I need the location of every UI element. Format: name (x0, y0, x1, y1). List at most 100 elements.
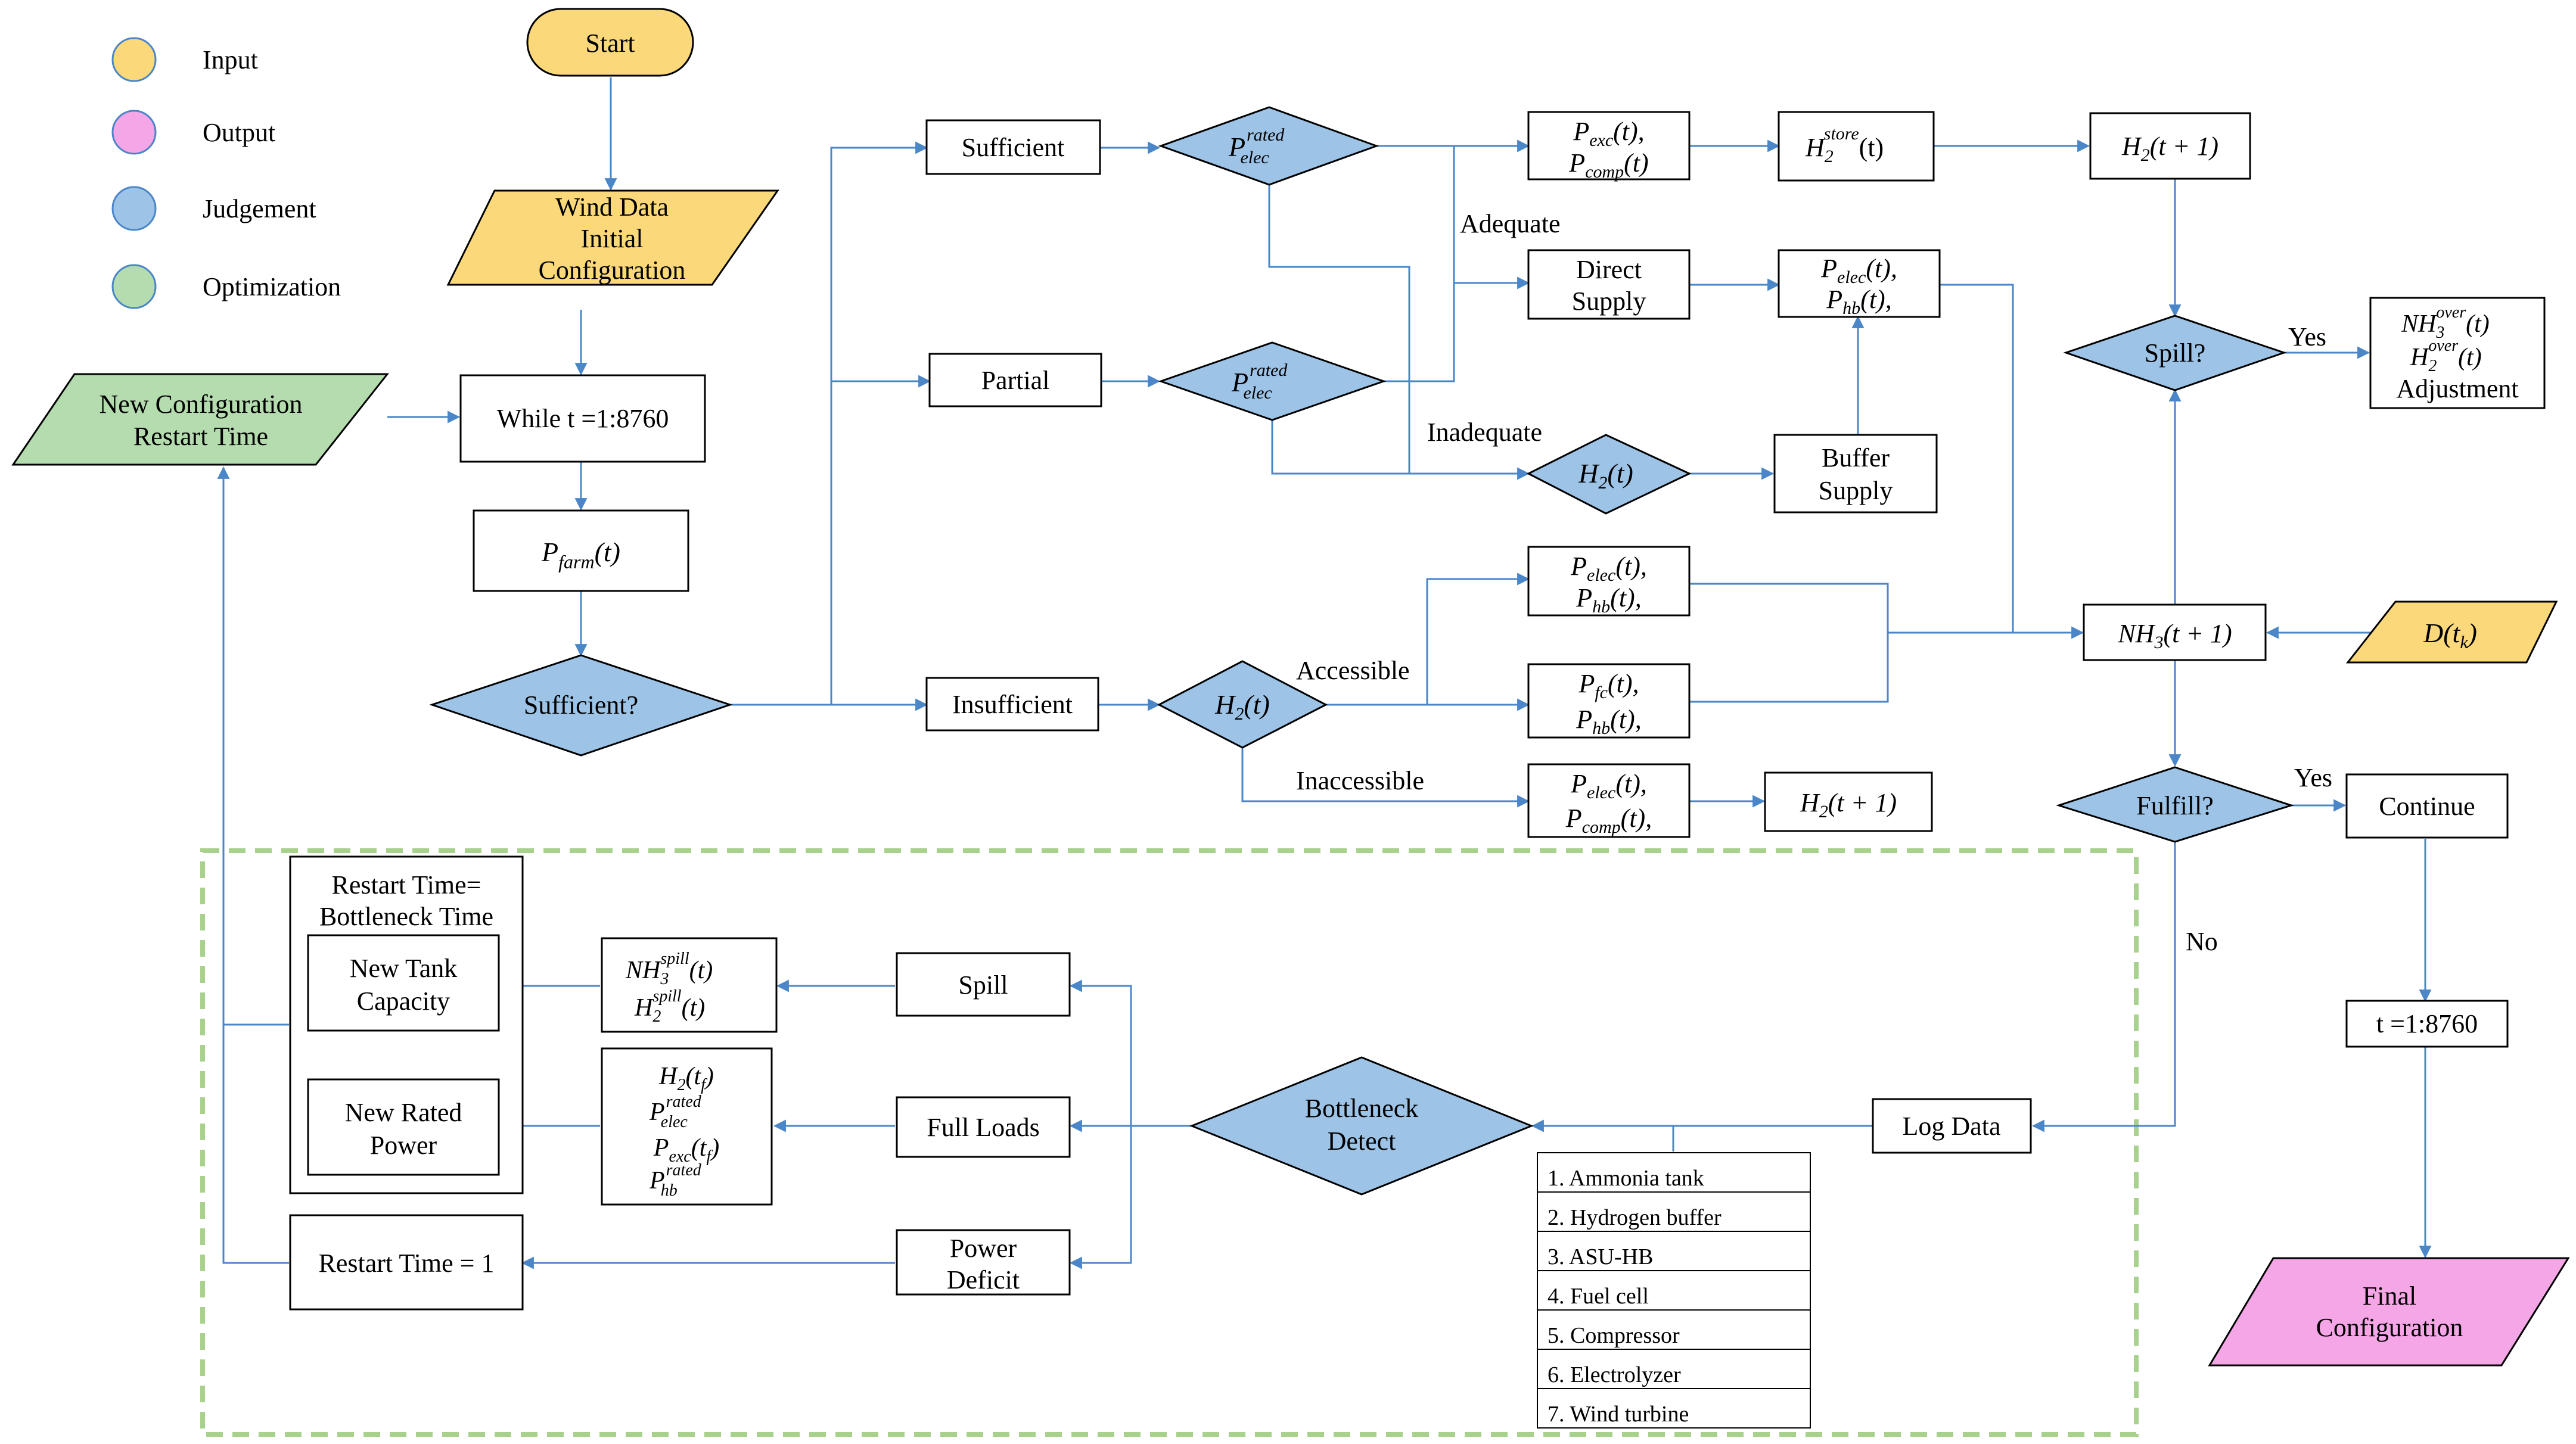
legend: Input Output Judgement Optimization (111, 37, 341, 309)
full-loads-label: Full Loads (927, 1113, 1039, 1142)
legend-output-swatch (111, 110, 157, 155)
bottleneck-item: 3. ASU-HB (1548, 1244, 1653, 1269)
start-label: Start (585, 29, 635, 58)
over-adjustment-box: NH3over(t) H2over(t) Adjustment (2369, 297, 2546, 409)
direct-supply-line-1: Direct (1576, 255, 1642, 284)
sufficient-label: Sufficient (962, 133, 1065, 162)
while-loop-label: While t =1:8760 (497, 404, 669, 433)
fulfill-decision-label: Fulfill? (2136, 791, 2214, 820)
edge-label-inaccessible: Inaccessible (1296, 766, 1424, 795)
connectors (217, 77, 2432, 1269)
power-deficit-line-1: Power (950, 1234, 1017, 1263)
start-terminal: Start (526, 8, 694, 77)
new-tank-line-1: New Tank (350, 954, 458, 983)
spill-label: Spill (958, 970, 1008, 1000)
spill-decision-label: Spill? (2145, 338, 2206, 368)
new-configuration-box: New Configuration Restart Time (11, 373, 390, 466)
full-loads-box: Full Loads (896, 1096, 1071, 1158)
edge-label-yes-spill: Yes (2288, 322, 2326, 351)
continue-box: Continue (2345, 773, 2509, 839)
buffer-supply-line-2: Supply (1819, 476, 1893, 505)
bottleneck-detect-line-2: Detect (1328, 1126, 1396, 1156)
restart-bottleneck-line-1: Restart Time= (332, 870, 481, 900)
pfc-phb-box: Pfc(t), Phb(t), (1527, 663, 1691, 739)
edge-label-no: No (2186, 927, 2218, 956)
new-tank-line-2: Capacity (357, 986, 450, 1016)
bottleneck-detect-line-1: Bottleneck (1305, 1094, 1419, 1123)
new-rated-line-2: Power (370, 1131, 437, 1160)
spill-box: Spill (896, 952, 1071, 1017)
buffer-supply-line-1: Buffer (1822, 443, 1890, 472)
final-configuration-output: Final Configuration (2208, 1257, 2570, 1367)
svg-text:D(tk): D(tk) (2423, 618, 2477, 652)
buffer-supply-box: Buffer Supply (1773, 434, 1938, 514)
h2-store-box: H2store(t) (1778, 111, 1935, 182)
log-data-box: Log Data (1872, 1098, 2032, 1154)
new-rated-line-1: New Rated (345, 1098, 462, 1127)
svg-text:H2(t + 1): H2(t + 1) (2121, 132, 2218, 165)
bottleneck-item: 2. Hydrogen buffer (1548, 1205, 1722, 1230)
h2-decision-bottom: H2(t) (1157, 660, 1328, 749)
edge-label-inadequate: Inadequate (1427, 418, 1542, 447)
svg-text:Pcomp(t): Pcomp(t) (1568, 148, 1648, 182)
wind-data-input: Wind Data Initial Configuration (446, 189, 779, 286)
spill-decision: Spill? (2063, 315, 2287, 391)
bottleneck-item: 7. Wind turbine (1548, 1402, 1689, 1427)
h2-t1-bottom-box: H2(t + 1) (1764, 771, 1933, 832)
partial-box: Partial (928, 353, 1102, 407)
svg-text:Pfc(t),: Pfc(t), (1578, 669, 1639, 702)
t-range-label: t =1:8760 (2376, 1009, 2478, 1038)
bottleneck-item: 1. Ammonia tank (1548, 1166, 1704, 1191)
bottleneck-item: 6. Electrolyzer (1548, 1362, 1681, 1387)
legend-input-label: Input (203, 45, 258, 74)
insufficient-label: Insufficient (952, 690, 1073, 719)
restart-one-box: Restart Time = 1 (289, 1214, 524, 1311)
wind-data-line-3: Configuration (539, 256, 686, 285)
power-deficit-box: Power Deficit (896, 1229, 1071, 1296)
restart-one-label: Restart Time = 1 (319, 1249, 495, 1278)
sufficient-decision-label: Sufficient? (524, 690, 638, 720)
continue-label: Continue (2379, 792, 2475, 821)
edge-label-accessible: Accessible (1296, 656, 1410, 685)
bottleneck-detect-decision: Bottleneck Detect (1189, 1056, 1534, 1196)
legend-optimization-swatch (111, 264, 157, 309)
h2-decision-top: H2(t) (1526, 434, 1692, 515)
pelec-pcomp-box: Pelec(t), Pcomp(t), (1527, 763, 1691, 838)
p-farm-box: Pfarm(t) (473, 509, 689, 592)
direct-supply-line-2: Supply (1572, 287, 1646, 316)
pelec-phb-mid-box: Pelec(t), Phb(t), (1527, 546, 1691, 617)
svg-text:H2(t + 1): H2(t + 1) (1800, 788, 1897, 821)
final-config-line-1: Final (2363, 1281, 2416, 1311)
svg-text:Pelec(t),: Pelec(t), (1820, 254, 1897, 287)
demand-input: D(tk) (2345, 600, 2558, 664)
t-range-box: t =1:8760 (2345, 1000, 2509, 1048)
adjustment-label: Adjustment (2396, 374, 2518, 403)
new-config-line-2: Restart Time (133, 422, 268, 451)
while-loop-box: While t =1:8760 (459, 374, 706, 463)
svg-text:Pelec(t),: Pelec(t), (1570, 769, 1647, 802)
legend-output-label: Output (203, 118, 275, 147)
new-config-line-1: New Configuration (100, 390, 303, 419)
wind-data-line-2: Initial (580, 224, 643, 253)
bottleneck-item: 5. Compressor (1548, 1323, 1680, 1348)
legend-judgement-swatch (111, 186, 157, 231)
direct-supply-box: Direct Supply (1527, 249, 1691, 320)
bottleneck-item: 4. Fuel cell (1548, 1284, 1649, 1309)
edge-label-adequate: Adequate (1460, 209, 1561, 238)
sufficient-box: Sufficient (925, 119, 1101, 175)
svg-text:Pelec(t),: Pelec(t), (1570, 552, 1647, 585)
h2-t1-top-box: H2(t + 1) (2089, 112, 2251, 180)
spill-values-box: NH3spill(t) H2spill(t) (601, 937, 778, 1033)
restart-bottleneck-line-2: Bottleneck Time (319, 902, 493, 931)
partial-label: Partial (981, 366, 1050, 395)
insufficient-box: Insufficient (925, 677, 1099, 732)
new-rated-power-box: New Rated Power (307, 1078, 500, 1176)
legend-input-swatch (111, 37, 157, 82)
log-data-label: Log Data (1903, 1112, 2001, 1141)
svg-text:H2(tf): H2(tf) (658, 1063, 714, 1094)
sufficient-decision: Sufficient? (429, 654, 733, 757)
svg-text:NH3(t + 1): NH3(t + 1) (2117, 619, 2232, 652)
